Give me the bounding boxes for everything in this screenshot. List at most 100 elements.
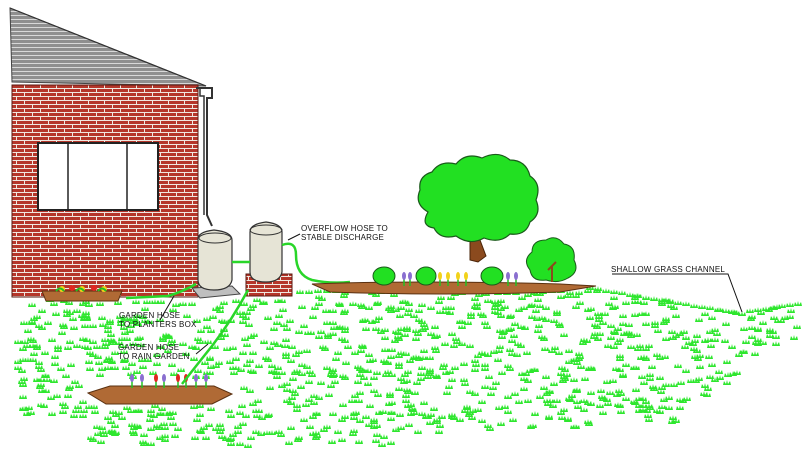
grass-tuft-icon (404, 369, 412, 374)
grass-tuft-icon (70, 325, 78, 330)
grass-tuft-icon (93, 344, 101, 349)
grass-tuft-icon (683, 396, 691, 401)
grass-tuft-icon (89, 323, 97, 328)
grass-tuft-icon (158, 406, 166, 411)
grass-tuft-icon (265, 412, 273, 417)
grass-tuft-icon (481, 384, 489, 389)
grass-tuft-icon (772, 341, 780, 346)
grass-tuft-icon (24, 328, 32, 333)
grass-tuft-icon (50, 378, 58, 383)
grass-tuft-icon (597, 388, 605, 393)
grass-tuft-icon (622, 396, 630, 401)
grass-tuft-icon (86, 366, 94, 371)
grass-tuft-icon (218, 318, 226, 323)
grass-tuft-icon (510, 333, 518, 338)
grass-tuft-icon (646, 372, 654, 377)
grass-tuft-icon (538, 334, 546, 339)
grass-tuft-icon (668, 329, 676, 334)
grass-tuft-icon (662, 316, 670, 321)
grass-tuft-icon (723, 380, 731, 385)
flower-icon (154, 374, 158, 382)
grass-tuft-icon (497, 298, 505, 303)
grass-tuft-icon (297, 384, 305, 389)
grass-tuft-icon (59, 409, 67, 414)
grass-tuft-icon (555, 350, 563, 355)
grass-tuft-icon (751, 351, 759, 356)
grass-tuft-icon (260, 339, 268, 344)
grass-tuft-icon (139, 364, 147, 369)
grass-tuft-icon (362, 414, 370, 419)
grass-tuft-icon (366, 403, 374, 408)
grass-tuft-icon (135, 408, 143, 413)
grass-tuft-icon (504, 409, 512, 414)
grass-tuft-icon (171, 433, 179, 438)
grass-tuft-icon (355, 398, 363, 403)
grass-tuft-icon (540, 385, 548, 390)
grass-tuft-icon (128, 361, 136, 366)
grass-tuft-icon (66, 384, 74, 389)
grass-tuft-icon (381, 347, 389, 352)
grass-tuft-icon (305, 379, 313, 384)
grass-tuft-icon (715, 369, 723, 374)
grass-tuft-icon (192, 345, 200, 350)
grass-tuft-icon (143, 299, 151, 304)
grass-tuft-icon (438, 414, 446, 419)
flower-icon (176, 374, 180, 382)
label-hose-planters: GARDEN HOSETO PLANTERS BOX (119, 311, 197, 329)
grass-tuft-icon (81, 323, 89, 328)
grass-tuft-icon (166, 410, 174, 415)
grass-tuft-icon (575, 351, 583, 356)
grass-tuft-icon (677, 380, 685, 385)
grass-tuft-icon (315, 334, 323, 339)
grass-tuft-icon (350, 428, 358, 433)
grass-tuft-icon (598, 394, 606, 399)
grass-tuft-icon (105, 355, 113, 360)
grass-tuft-icon (172, 302, 180, 307)
grass-tuft-icon (478, 418, 486, 423)
grass-tuft-icon (332, 356, 340, 361)
grass-tuft-icon (329, 411, 337, 416)
grass-tuft-icon (29, 343, 37, 348)
grass-tuft-icon (220, 300, 228, 305)
grass-tuft-icon (315, 294, 323, 299)
grass-tuft-icon (388, 400, 396, 405)
grass-tuft-icon (348, 398, 356, 403)
grass-tuft-icon (484, 298, 492, 303)
grass-tuft-icon (190, 356, 198, 361)
grass-tuft-icon (387, 416, 395, 421)
grass-tuft-icon (467, 311, 475, 316)
grass-tuft-icon (427, 305, 435, 310)
grass-tuft-icon (747, 316, 755, 321)
grass-tuft-icon (225, 408, 233, 413)
grass-tuft-icon (418, 365, 426, 370)
grass-tuft-icon (215, 360, 223, 365)
flower-icon (402, 272, 406, 280)
grass-tuft-icon (786, 302, 794, 307)
grass-tuft-icon (518, 371, 526, 376)
tree-icon (418, 154, 538, 262)
grass-tuft-icon (614, 326, 622, 331)
grass-tuft-icon (728, 344, 736, 349)
label-hose-rain-garden: GARDEN HOSETO RAIN GARDEN (118, 343, 190, 361)
grass-tuft-icon (711, 337, 719, 342)
grass-tuft-icon (523, 350, 531, 355)
grass-tuft-icon (605, 301, 613, 306)
grass-tuft-icon (506, 314, 514, 319)
grass-tuft-icon (401, 299, 409, 304)
grass-tuft-icon (62, 373, 70, 378)
grass-tuft-icon (247, 435, 255, 440)
grass-tuft-icon (794, 301, 802, 306)
grass-tuft-icon (536, 394, 544, 399)
grass-tuft-icon (205, 422, 213, 427)
grass-tuft-icon (30, 351, 38, 356)
grass-tuft-icon (489, 385, 497, 390)
grass-tuft-icon (147, 408, 155, 413)
grass-tuft-icon (612, 366, 620, 371)
grass-tuft-icon (632, 387, 640, 392)
flower-icon (464, 272, 468, 280)
grass-tuft-icon (53, 393, 61, 398)
grass-tuft-icon (71, 379, 79, 384)
grass-tuft-icon (44, 320, 52, 325)
grass-tuft-icon (275, 313, 283, 318)
